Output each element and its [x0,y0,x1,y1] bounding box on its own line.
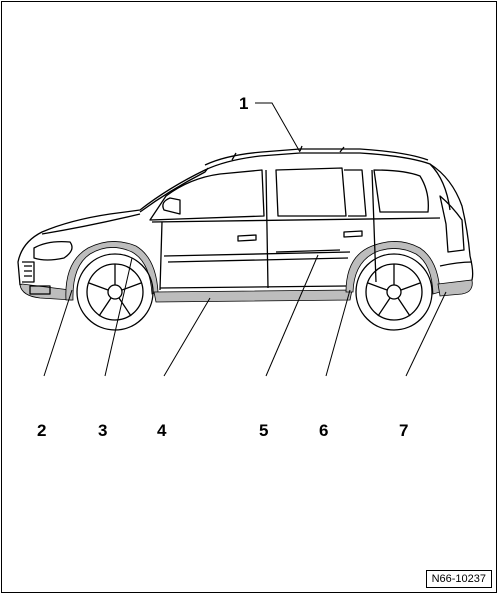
callout-5: 5 [259,421,269,440]
leader-line-6 [325,289,351,377]
figure-code: N66-10237 [425,570,492,588]
leader-lines [43,102,447,377]
front-wheel-arch-trim [65,241,159,301]
callout-4: 4 [157,421,167,440]
callout-7: 7 [399,421,409,440]
car-body [17,145,474,295]
sill-panel-trim [153,289,353,303]
rear-bumper-spoiler [437,279,473,297]
leader-line-4 [163,297,211,377]
front-wheel [76,253,154,331]
leader-line-5 [265,254,319,377]
rear-wheel-arch-trim [345,241,441,295]
leader-line-2 [43,289,73,377]
leader-line-1 [255,102,301,153]
callout-3: 3 [98,421,108,440]
rear-wheel [355,253,433,331]
callout-6: 6 [319,421,329,440]
leader-line-7 [405,291,447,377]
highlighted-parts [19,241,473,303]
callout-2: 2 [37,421,47,440]
callout-1: 1 [239,94,249,113]
leader-line-3 [104,257,133,377]
